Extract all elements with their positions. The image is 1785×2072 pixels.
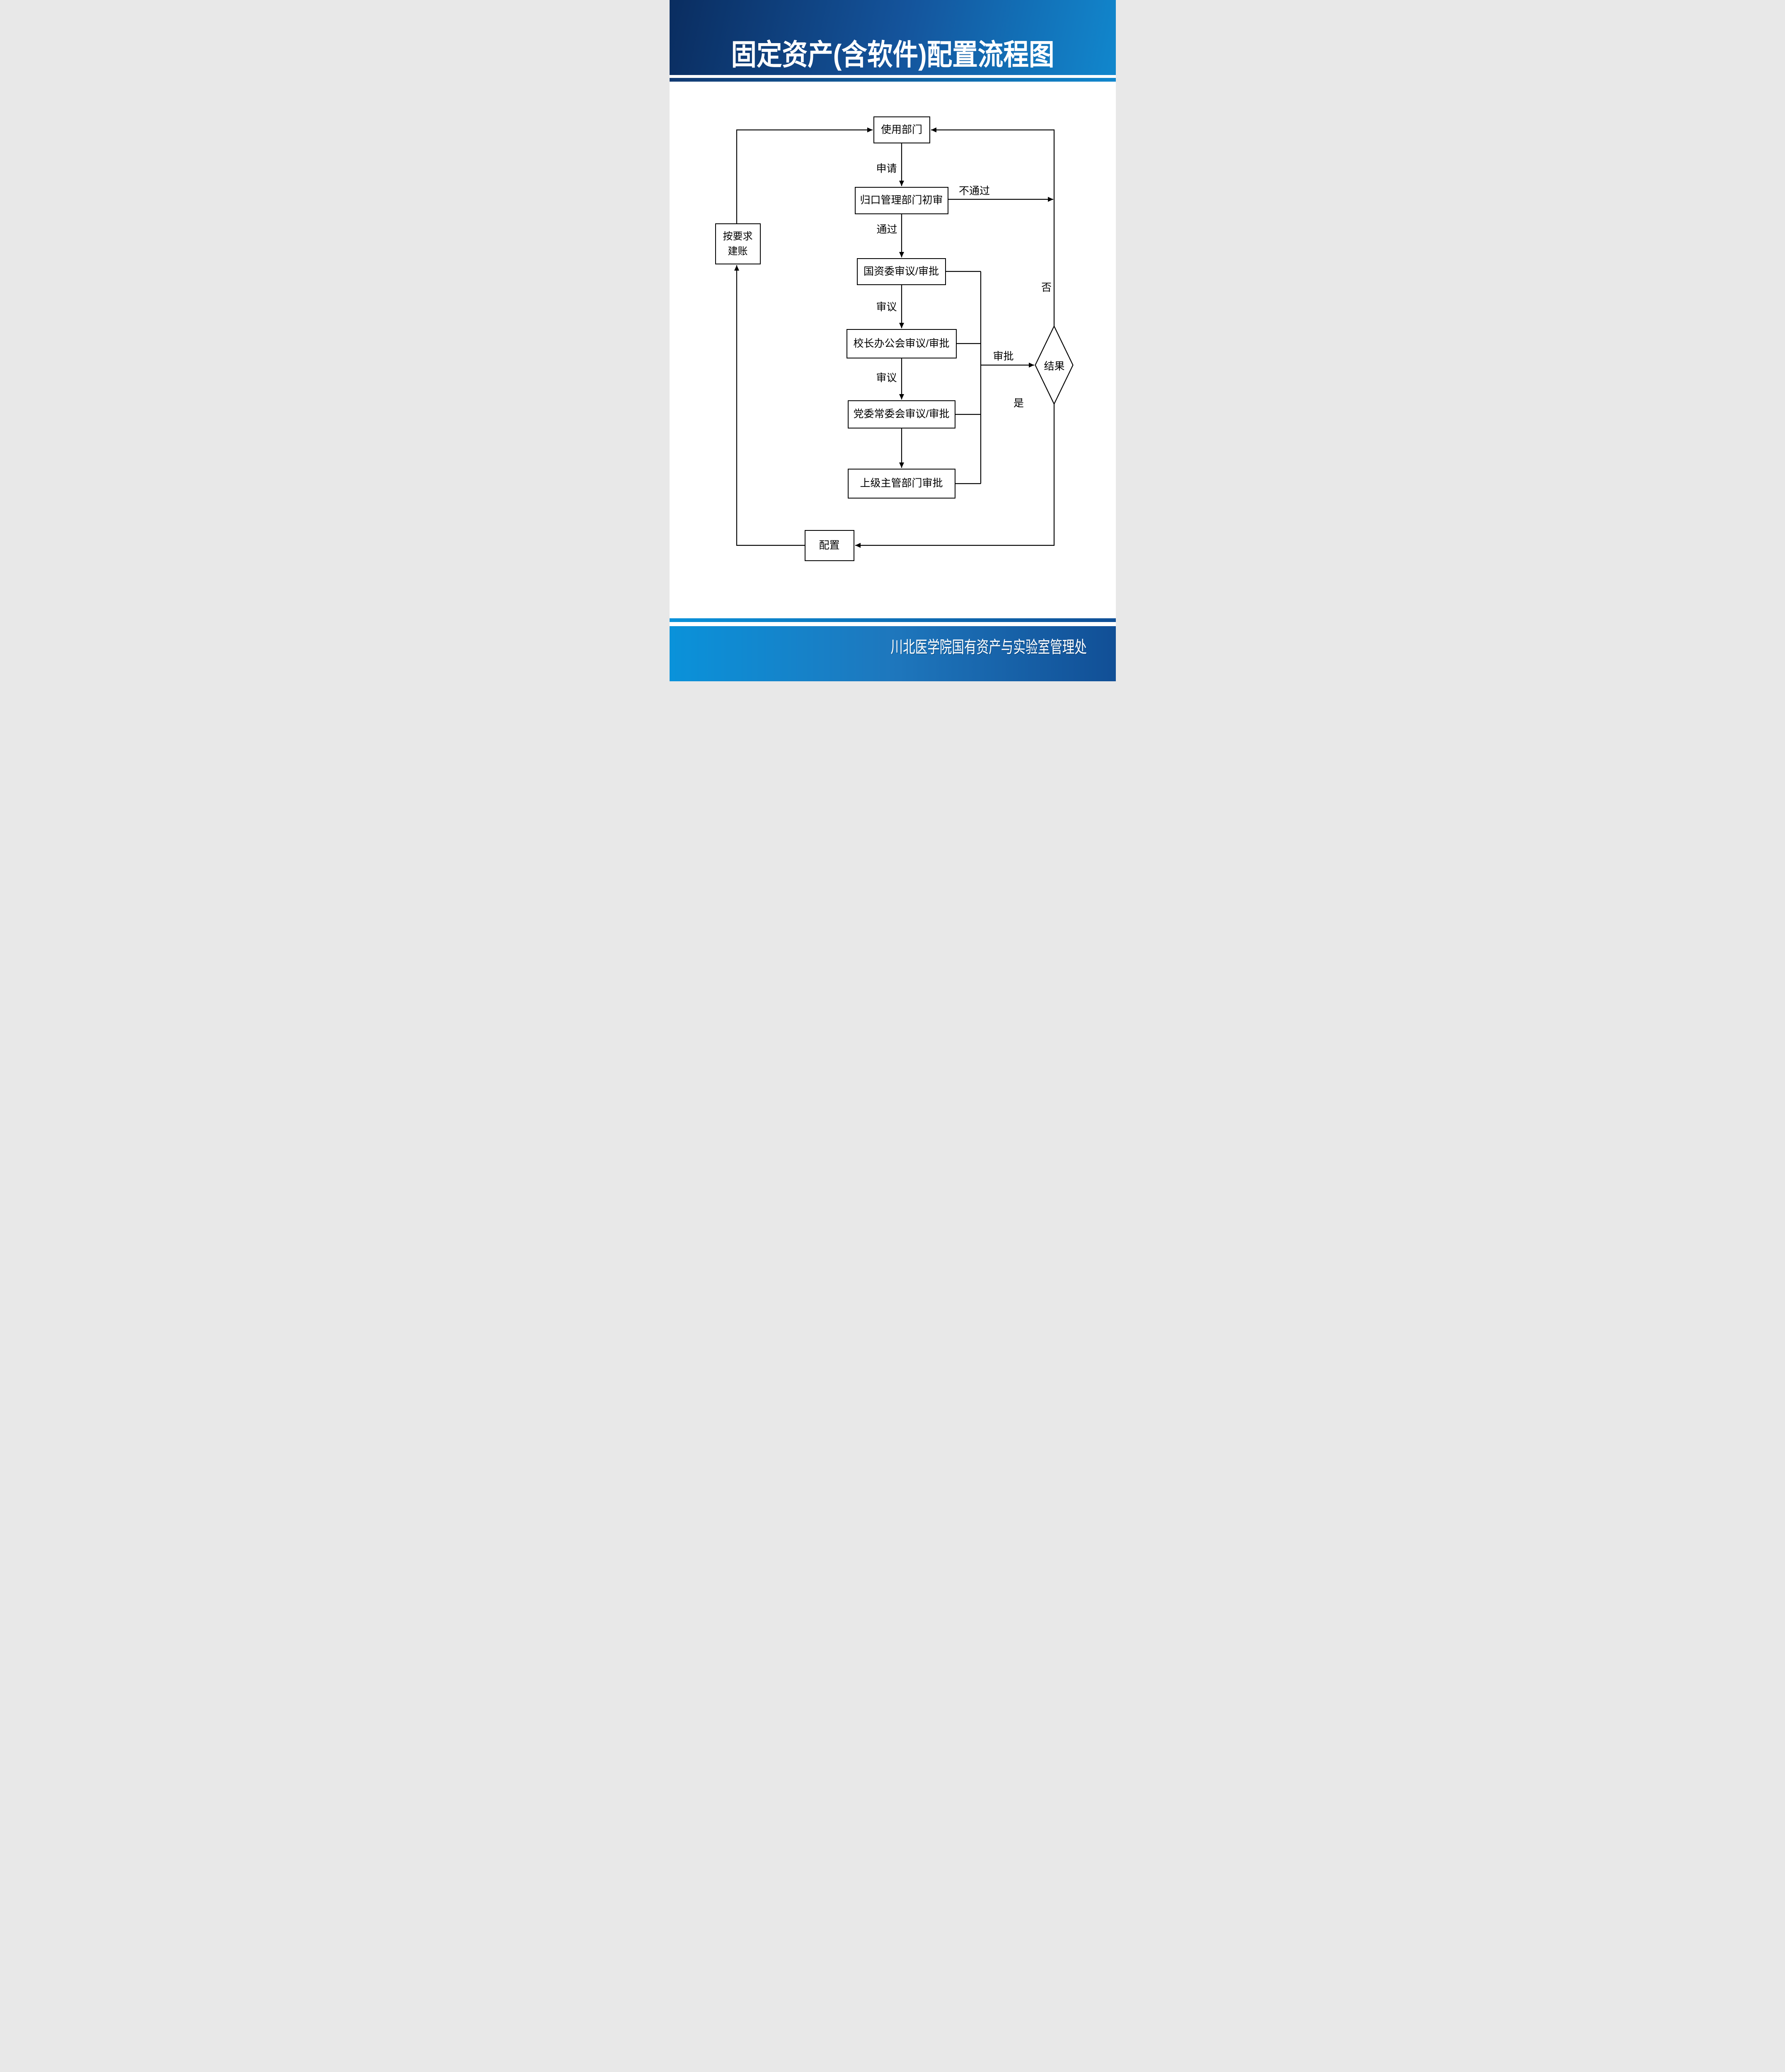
bottom-divider-stripe <box>669 618 1116 622</box>
node-president-office-review-label: 校长办公会审议/审批 <box>853 337 950 349</box>
node-gzw-review-label: 国资委审议/审批 <box>863 265 939 277</box>
node-initial-review-label: 归口管理部门初审 <box>860 194 943 206</box>
node-use-department: 使用部门 <box>873 116 930 143</box>
node-setup-account: 按要求 建账 <box>715 223 761 264</box>
node-use-department-label: 使用部门 <box>880 123 922 136</box>
label-yes: 是 <box>1013 397 1024 409</box>
label-pass: 通过 <box>876 224 897 235</box>
node-party-committee-review-label: 党委常委会审议/审批 <box>853 408 950 420</box>
poster-page: 固定资产(含软件)配置流程图 <box>669 0 1116 681</box>
edge-no-return <box>931 127 1055 326</box>
node-superior-dept-review: 上级主管部门审批 <box>847 469 955 499</box>
label-apply: 申请 <box>876 163 897 174</box>
label-review-1: 审议 <box>876 301 897 313</box>
edge-account-return <box>736 127 873 223</box>
label-fail: 不通过 <box>958 185 990 197</box>
node-party-committee-review: 党委常委会审议/审批 <box>847 400 955 428</box>
node-configure-label: 配置 <box>819 539 840 551</box>
node-configure: 配置 <box>804 530 854 561</box>
node-superior-dept-review-label: 上级主管部门审批 <box>860 477 943 489</box>
node-president-office-review: 校长办公会审议/审批 <box>846 329 957 358</box>
footer-text: 川北医学院国有资产与实验室管理处 <box>890 638 1087 656</box>
result-diamond-label: 结果 <box>1044 361 1065 372</box>
label-approve: 审批 <box>993 351 1014 362</box>
header-banner: 固定资产(含软件)配置流程图 <box>669 0 1116 75</box>
top-divider-stripe <box>669 78 1116 82</box>
label-review-2: 审议 <box>876 372 897 384</box>
node-gzw-review: 国资委审议/审批 <box>856 258 946 285</box>
label-no: 否 <box>1041 282 1052 293</box>
node-setup-account-line1: 按要求 <box>723 230 753 242</box>
edge-to-account <box>734 265 805 546</box>
page-title: 固定资产(含软件)配置流程图 <box>730 39 1055 71</box>
node-initial-review: 归口管理部门初审 <box>854 187 948 214</box>
node-setup-account-line2: 建账 <box>728 245 748 257</box>
footer-banner: 川北医学院国有资产与实验室管理处 <box>669 626 1116 681</box>
